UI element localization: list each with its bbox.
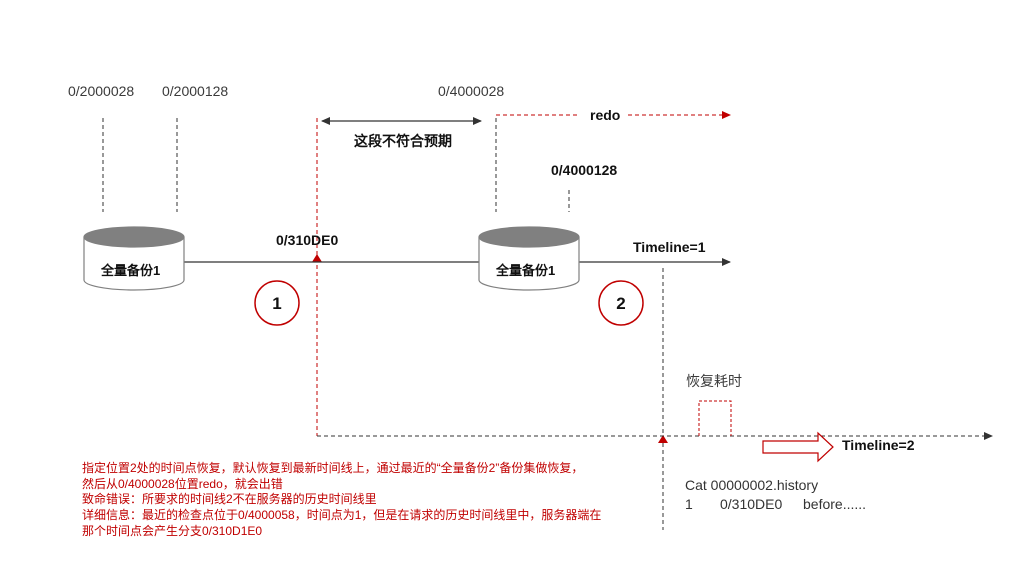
history-file-block: Cat 00000002.history 1 0/310DE0 before..…: [685, 477, 866, 512]
restore-point-2-label: 2: [616, 294, 625, 313]
unexpected-range-label: 这段不符合预期: [354, 133, 452, 149]
branch-point-arrowhead: [312, 254, 322, 262]
restore-point-1-label: 1: [272, 294, 281, 313]
lsn-label-310de0: 0/310DE0: [276, 232, 338, 248]
error-line-4: 详细信息：最近的检查点位于0/4000058，时间点为1，但是在请求的历史时间线…: [82, 507, 601, 522]
error-line-5: 那个时间点会产生分支0/310D1E0: [82, 524, 262, 538]
recovery-target-arrowhead: [658, 435, 668, 443]
lsn-label-4000028: 0/4000028: [438, 83, 504, 99]
lsn-label-2000028: 0/2000028: [68, 83, 134, 99]
recovery-time-label: 恢复耗时: [686, 373, 742, 389]
restore-point-1: 1: [254, 280, 300, 326]
timeline1-label: Timeline=1: [633, 239, 706, 255]
backup-database-1: 全量备份1: [83, 226, 185, 291]
backup-database-2: 全量备份1: [478, 226, 580, 291]
timeline-switch-arrow: [762, 431, 834, 463]
redo-label: redo: [590, 107, 620, 123]
error-message-block: 指定位置2处的时间点恢复，默认恢复到最新时间线上，通过最近的“全量备份2”备份集…: [82, 460, 601, 538]
restore-point-2: 2: [598, 280, 644, 326]
recovery-time-pulse: [698, 400, 732, 436]
error-line-1: 指定位置2处的时间点恢复，默认恢复到最新时间线上，通过最近的“全量备份2”备份集…: [82, 460, 583, 475]
history-switch-lsn: 0/310DE0: [720, 496, 782, 512]
lsn-label-2000128: 0/2000128: [162, 83, 228, 99]
error-line-3: 致命错误：所要求的时间线2不在服务器的历史时间线里: [82, 491, 377, 506]
history-timeline-id: 1: [685, 496, 693, 512]
error-line-2: 然后从0/4000028位置redo，就会出错: [82, 476, 283, 491]
timeline2-label: Timeline=2: [842, 437, 915, 453]
backup2-label: 全量备份1: [495, 263, 555, 278]
history-reason: before......: [803, 496, 866, 512]
lsn-label-4000128: 0/4000128: [551, 162, 617, 178]
backup1-label: 全量备份1: [100, 263, 160, 278]
history-command: Cat 00000002.history: [685, 477, 818, 493]
